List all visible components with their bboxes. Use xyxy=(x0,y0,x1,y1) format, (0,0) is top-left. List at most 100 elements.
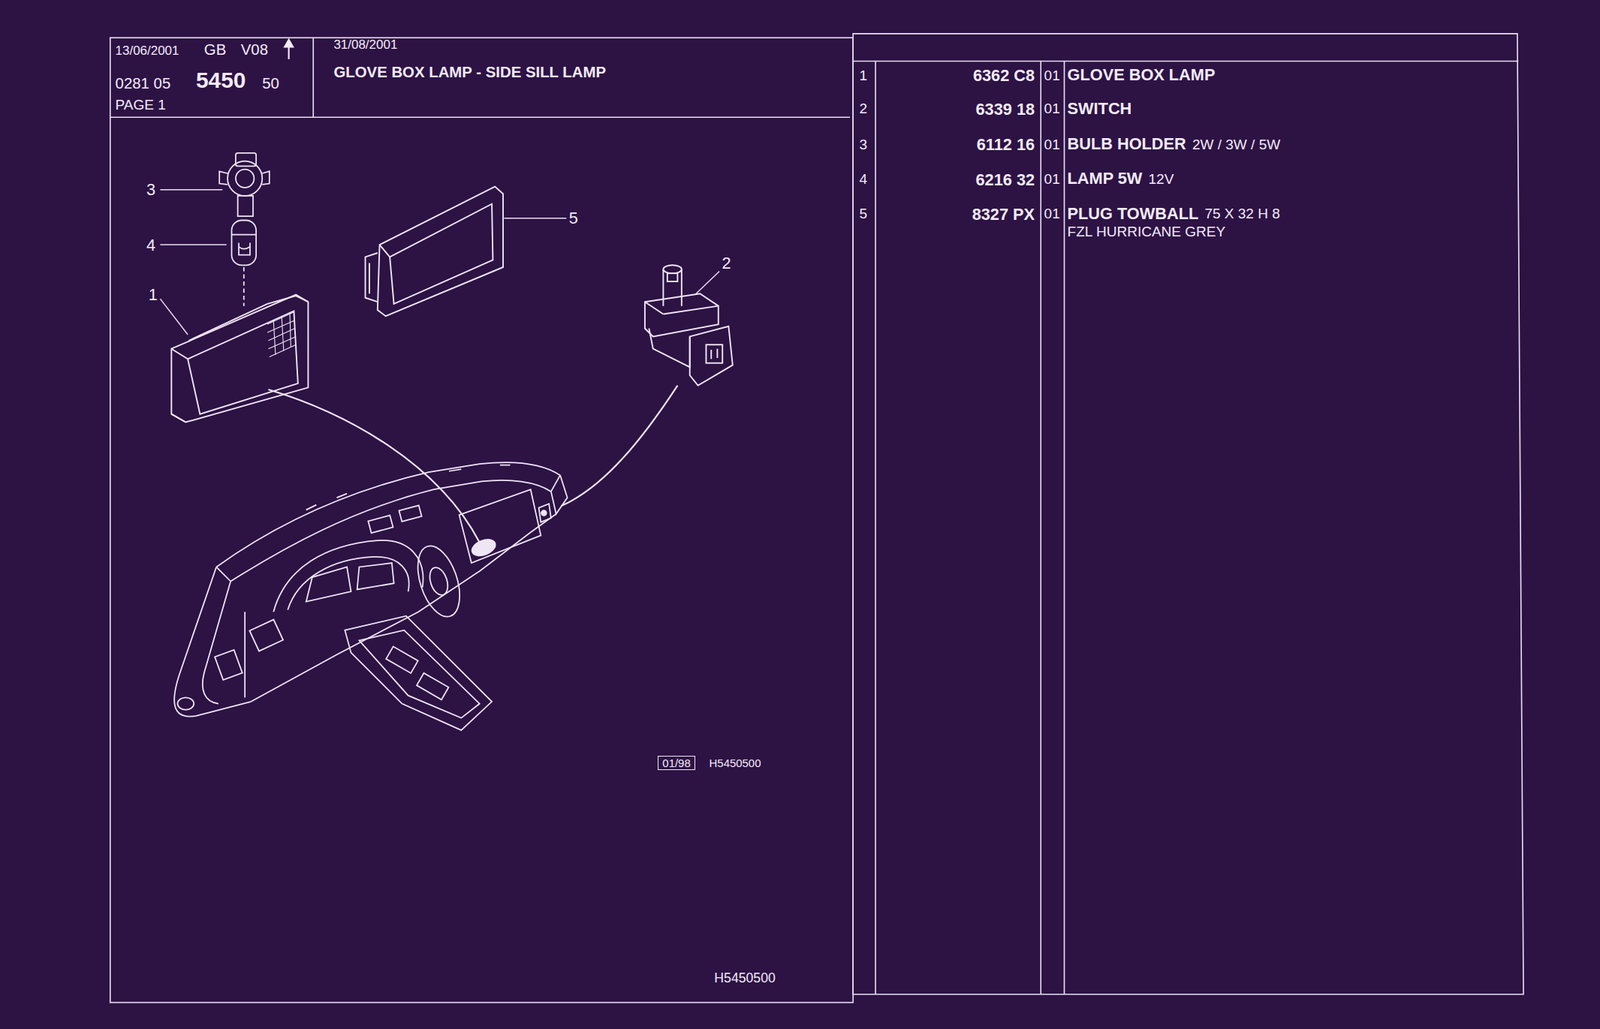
glove-box-lamp-line xyxy=(267,312,296,358)
door-switch-line xyxy=(662,265,681,274)
page-title: GLOVE BOX LAMP - SIDE SILL LAMP xyxy=(333,63,606,82)
towball-plug-line xyxy=(379,244,391,257)
dashboard-line xyxy=(551,475,568,515)
callout-leaders-line xyxy=(159,298,188,335)
drawing-number: H5450500 xyxy=(714,970,776,986)
bulb-holder-line xyxy=(235,169,254,188)
page-frame-line xyxy=(110,37,853,1003)
part-spec: 75 X 32 H 8 xyxy=(1204,205,1280,223)
quantity: 01 xyxy=(1044,100,1061,118)
bulb-holder-line xyxy=(262,171,270,185)
quantity: 01 xyxy=(1044,67,1061,85)
issue-date: 31/08/2001 xyxy=(333,37,398,53)
glove-box-lamp-line-line xyxy=(289,312,291,347)
bulb-holder-line xyxy=(238,195,254,217)
door-switch-line xyxy=(705,344,723,363)
location-leaders xyxy=(268,385,678,543)
version-code: V08 xyxy=(241,41,269,59)
dashboard-line xyxy=(177,697,194,710)
dashboard-line xyxy=(216,462,561,567)
callout-leaders-line xyxy=(159,189,223,190)
bulb-line xyxy=(238,247,251,250)
part-name: BULB HOLDER xyxy=(1067,134,1187,154)
item-number: 5 xyxy=(858,205,868,223)
bulb-line xyxy=(232,234,257,236)
callout-leaders-line xyxy=(695,271,721,295)
drawing-number: H5450500 xyxy=(709,756,762,770)
towball-plug-line xyxy=(365,253,378,302)
quantity: 01 xyxy=(1044,205,1061,223)
bulb-line xyxy=(232,219,257,266)
bulb xyxy=(232,219,257,306)
dashboard-line xyxy=(202,581,231,704)
glove-box-lamp-line-line xyxy=(281,316,284,351)
item-number: 2 xyxy=(858,100,868,118)
door-switch-line xyxy=(690,326,733,386)
door-switch-line xyxy=(716,349,718,359)
bulb-line xyxy=(243,267,245,307)
page-frame-line xyxy=(874,61,877,995)
page-frame-line xyxy=(312,37,314,118)
door-switch-line xyxy=(710,349,712,359)
glove-box-lamp-line-line xyxy=(273,320,276,356)
dashboard-line xyxy=(459,489,542,564)
quantity: 01 xyxy=(1044,171,1061,188)
drawing-date: 01/98 xyxy=(657,756,695,771)
dashboard-line xyxy=(214,650,243,681)
part-name: SWITCH xyxy=(1067,99,1133,118)
dashboard-line xyxy=(357,563,395,590)
part-name: LAMP 5W xyxy=(1067,168,1143,188)
revision-arrow-line xyxy=(284,39,293,48)
callout-leaders xyxy=(159,189,720,335)
page-number: PAGE 1 xyxy=(115,96,166,114)
page-frame xyxy=(110,33,1524,1004)
callout-number: 1 xyxy=(148,285,158,305)
revision-arrow xyxy=(284,39,293,60)
part-name: GLOVE BOX LAMP xyxy=(1067,65,1216,85)
door-switch xyxy=(644,265,733,386)
page-frame-line xyxy=(110,116,850,118)
towball-plug-line xyxy=(368,263,371,295)
catalogue-suffix: 50 xyxy=(262,75,280,93)
location-leaders-line xyxy=(268,389,480,543)
page-frame-line xyxy=(852,33,1524,995)
dashboard-line xyxy=(306,465,511,511)
dashboard-line xyxy=(539,503,552,522)
bulb-holder-line xyxy=(235,153,257,167)
bulb-line xyxy=(238,242,251,255)
callout-number: 5 xyxy=(569,208,579,228)
dashboard-line xyxy=(398,505,422,522)
part-spec: 12V xyxy=(1148,171,1175,188)
part-spec: 2W / 3W / 5W xyxy=(1192,136,1281,154)
door-switch-line xyxy=(644,301,663,314)
bulb-holder-line xyxy=(227,161,263,196)
page-frame-line xyxy=(1063,61,1066,995)
towball-plug xyxy=(365,186,504,317)
dashboard xyxy=(174,462,567,731)
dashboard-line xyxy=(470,536,498,560)
part-name: PLUG TOWBALL xyxy=(1067,204,1200,223)
dashboard-line xyxy=(273,540,423,612)
callout-leaders-line xyxy=(159,244,226,245)
glove-box-lamp xyxy=(171,295,308,423)
dashboard-line xyxy=(230,480,552,582)
callout-leaders-line xyxy=(503,217,567,219)
glove-box-lamp-line xyxy=(171,295,308,423)
language-code: GB xyxy=(204,41,226,59)
item-number: 3 xyxy=(858,136,868,154)
door-switch-line xyxy=(644,293,719,337)
dashboard-line xyxy=(244,611,246,698)
dashboard-line xyxy=(306,566,352,602)
part-reference: 6112 16 xyxy=(976,135,1035,154)
glove-box-lamp-line xyxy=(171,349,188,360)
door-switch-line xyxy=(667,273,678,282)
dashboard-line xyxy=(367,515,393,534)
dashboard-line xyxy=(344,616,492,731)
door-switch-line xyxy=(662,269,681,307)
part-reference: 6216 32 xyxy=(976,170,1036,190)
dashboard-line xyxy=(426,565,451,598)
dashboard-line xyxy=(416,673,449,700)
catalogue-prefix: 0281 05 xyxy=(115,75,172,93)
